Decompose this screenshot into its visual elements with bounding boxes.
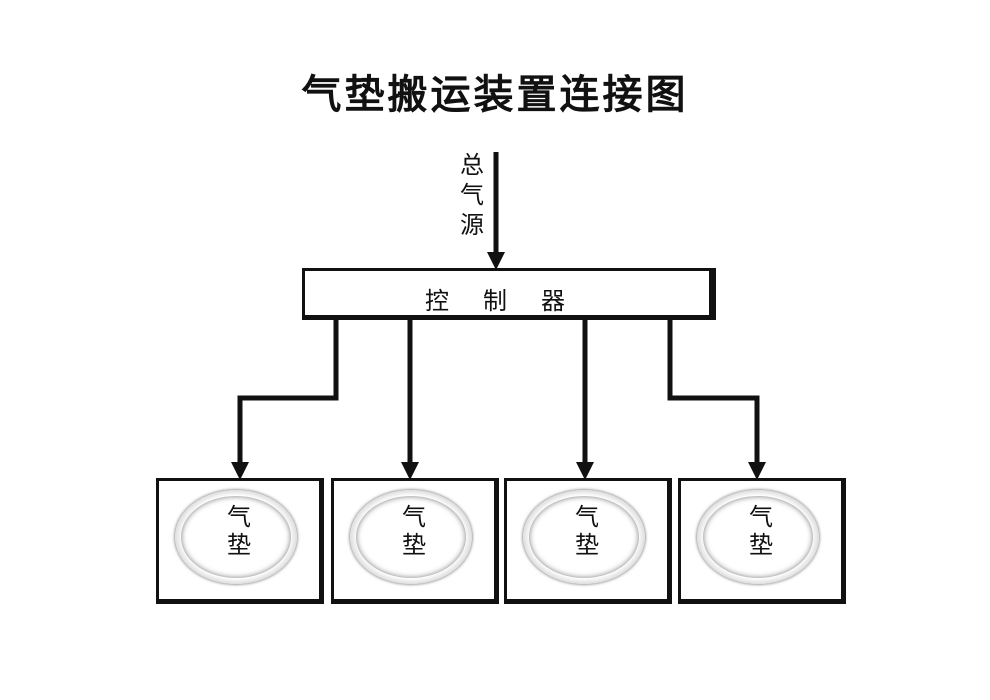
air-bag-char: 气 [749,503,773,531]
source-arrowhead [487,252,505,270]
source-char: 气 [460,181,484,209]
air-bag-4: 气 垫 [678,478,846,604]
arrowhead-bag-1 [231,462,249,480]
diagram-title: 气垫搬运装置连接图 [301,72,689,118]
pipe-to-bag-1 [237,316,339,468]
source-char: 总 [460,151,484,179]
air-bag-3: 气 垫 [504,478,672,604]
air-bag-ring [697,490,819,584]
pipe-to-bag-4 [667,316,760,468]
air-bag-ring [523,490,645,584]
main-air-source-label: 总 气 源 [458,150,486,240]
air-bag-label: 气 垫 [507,503,667,559]
air-bag-ring [175,490,297,584]
air-bag-2: 气 垫 [331,478,499,604]
arrowhead-bag-3 [576,462,594,480]
air-bag-char: 垫 [575,531,599,559]
air-bag-ring [350,490,472,584]
air-bag-label: 气 垫 [159,503,319,559]
air-bag-char: 气 [227,503,251,531]
air-bag-char: 气 [402,503,426,531]
air-bag-label: 气 垫 [681,503,841,559]
air-bag-char: 垫 [227,531,251,559]
arrowhead-bag-4 [748,462,766,480]
arrowhead-bag-2 [401,462,419,480]
controller-box [302,268,716,320]
air-bag-label: 气 垫 [334,503,494,559]
controller-label: 控制器 [425,287,599,315]
source-char: 源 [460,211,484,239]
air-bag-char: 垫 [402,531,426,559]
air-bag-char: 气 [575,503,599,531]
air-bag-char: 垫 [749,531,773,559]
air-bag-1: 气 垫 [156,478,324,604]
